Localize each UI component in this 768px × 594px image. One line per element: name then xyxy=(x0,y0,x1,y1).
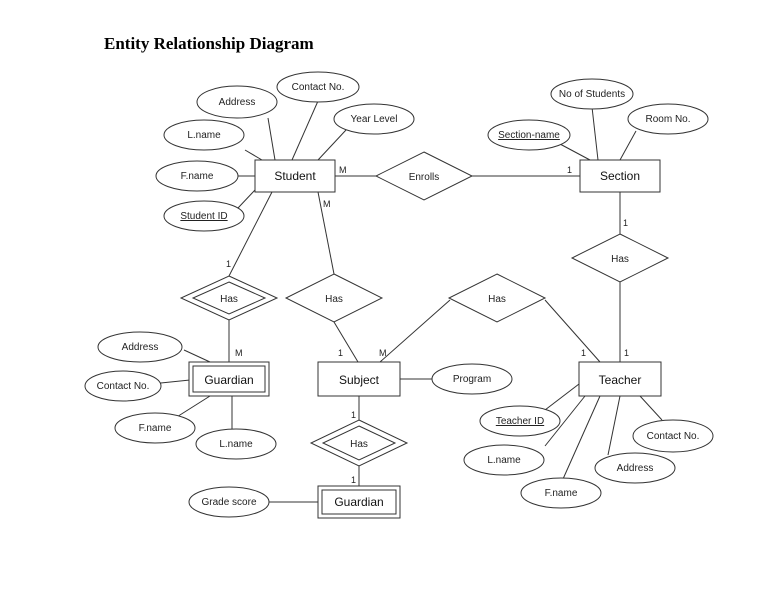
attribute-room-no[interactable]: Room No. xyxy=(627,103,709,135)
relationship-student-subject-has[interactable]: Has xyxy=(284,273,384,323)
relationship-enrolls-label: Enrolls xyxy=(409,172,440,183)
attribute-fname[interactable]: F.name xyxy=(155,160,239,192)
cardinality-teacher-has-1b: 1 xyxy=(624,348,629,358)
attribute-student-id-label: Student ID xyxy=(180,211,227,222)
cardinality-subject-has-1: 1 xyxy=(338,348,343,358)
entity-student[interactable]: Student xyxy=(254,159,336,193)
attribute-guardian-address[interactable]: Address xyxy=(97,331,183,363)
attribute-guardian-fname-label: F.name xyxy=(139,423,172,434)
attribute-teacher-contact-no-label: Contact No. xyxy=(647,431,700,442)
weak-entity-guardian-2[interactable]: Guardian xyxy=(317,485,401,519)
entity-subject-label: Subject xyxy=(339,373,380,387)
relationship-enrolls[interactable]: Enrolls xyxy=(374,151,474,201)
relationship-grade-has-label: Has xyxy=(350,439,368,450)
diagram-title: Entity Relationship Diagram xyxy=(104,34,314,53)
entity-section[interactable]: Section xyxy=(579,159,661,193)
attribute-section-name-label: Section-name xyxy=(498,130,560,141)
attribute-teacher-fname-label: F.name xyxy=(545,488,578,499)
relationship-section-has-label: Has xyxy=(611,254,629,265)
cardinality-subject-teacher-m: M xyxy=(379,348,387,358)
attribute-guardian-contact-no[interactable]: Contact No. xyxy=(84,370,162,402)
entity-guardian-2-label: Guardian xyxy=(334,495,383,509)
attribute-guardian-fname[interactable]: F.name xyxy=(114,412,196,444)
identifying-relationship-guardian-has[interactable]: Has xyxy=(179,275,279,321)
weak-entity-guardian[interactable]: Guardian xyxy=(188,361,270,397)
entity-subject[interactable]: Subject xyxy=(317,361,401,397)
attribute-teacher-lname-label: L.name xyxy=(487,455,521,466)
identifying-relationship-grade-has[interactable]: Has xyxy=(309,419,409,467)
cardinality-guardian-has: M xyxy=(235,348,243,358)
relationship-teacher-has-label: Has xyxy=(488,294,506,305)
cardinality-teacher-has-1a: 1 xyxy=(581,348,586,358)
attribute-grade-score-label: Grade score xyxy=(201,497,256,508)
entity-teacher-label: Teacher xyxy=(599,373,642,387)
cardinality-section-has: 1 xyxy=(623,218,628,228)
attribute-year-level-label: Year Level xyxy=(351,114,398,125)
attribute-student-id-key[interactable]: Student ID xyxy=(163,200,245,232)
attribute-grade-score[interactable]: Grade score xyxy=(188,486,270,518)
entity-student-label: Student xyxy=(274,169,316,183)
cardinality-student-subject-has: M xyxy=(323,199,331,209)
attribute-guardian-lname-label: L.name xyxy=(219,439,253,450)
attribute-section-name-key[interactable]: Section-name xyxy=(487,119,571,151)
cardinality-guardian2-up: 1 xyxy=(351,475,356,485)
cardinality-subject-down: 1 xyxy=(351,410,356,420)
attribute-lname[interactable]: L.name xyxy=(163,119,245,151)
attribute-guardian-lname[interactable]: L.name xyxy=(195,428,277,460)
cardinality-student-enrolls: M xyxy=(339,165,347,175)
attribute-address-label: Address xyxy=(219,97,256,108)
attribute-no-of-students[interactable]: No of Students xyxy=(550,78,634,110)
relationship-section-teacher-has[interactable]: Has xyxy=(570,233,670,283)
attribute-lname-label: L.name xyxy=(187,130,221,141)
entity-section-label: Section xyxy=(600,169,640,183)
relationship-subject-teacher-has[interactable]: Has xyxy=(447,273,547,323)
attribute-teacher-id-key[interactable]: Teacher ID xyxy=(479,405,561,437)
cardinality-labels: M 1 1 1 M M 1 M 1 1 1 1 xyxy=(226,165,629,485)
cardinality-section-enrolls: 1 xyxy=(567,165,572,175)
attribute-teacher-address[interactable]: Address xyxy=(594,452,676,484)
cardinality-student-guardian-has: 1 xyxy=(226,259,231,269)
relationship-subject-has-label: Has xyxy=(325,294,343,305)
attribute-no-of-students-label: No of Students xyxy=(559,89,625,100)
attribute-room-no-label: Room No. xyxy=(645,114,690,125)
attribute-teacher-id-label: Teacher ID xyxy=(496,416,544,427)
attribute-teacher-contact-no[interactable]: Contact No. xyxy=(632,419,714,453)
attribute-program[interactable]: Program xyxy=(431,363,513,395)
attribute-year-level[interactable]: Year Level xyxy=(333,103,415,135)
attribute-teacher-lname[interactable]: L.name xyxy=(463,444,545,476)
attribute-guardian-address-label: Address xyxy=(122,342,159,353)
attribute-contact-no-label: Contact No. xyxy=(292,82,345,93)
attribute-teacher-address-label: Address xyxy=(617,463,654,474)
attribute-address[interactable]: Address xyxy=(196,85,278,119)
relationship-guardian-has-label: Has xyxy=(220,294,238,305)
attribute-program-label: Program xyxy=(453,374,491,385)
entity-guardian-label: Guardian xyxy=(204,373,253,387)
entity-teacher[interactable]: Teacher xyxy=(578,361,662,397)
attribute-contact-no[interactable]: Contact No. xyxy=(276,71,360,103)
attribute-fname-label: F.name xyxy=(181,171,214,182)
attribute-guardian-contact-no-label: Contact No. xyxy=(97,381,150,392)
attribute-teacher-fname[interactable]: F.name xyxy=(520,477,602,509)
